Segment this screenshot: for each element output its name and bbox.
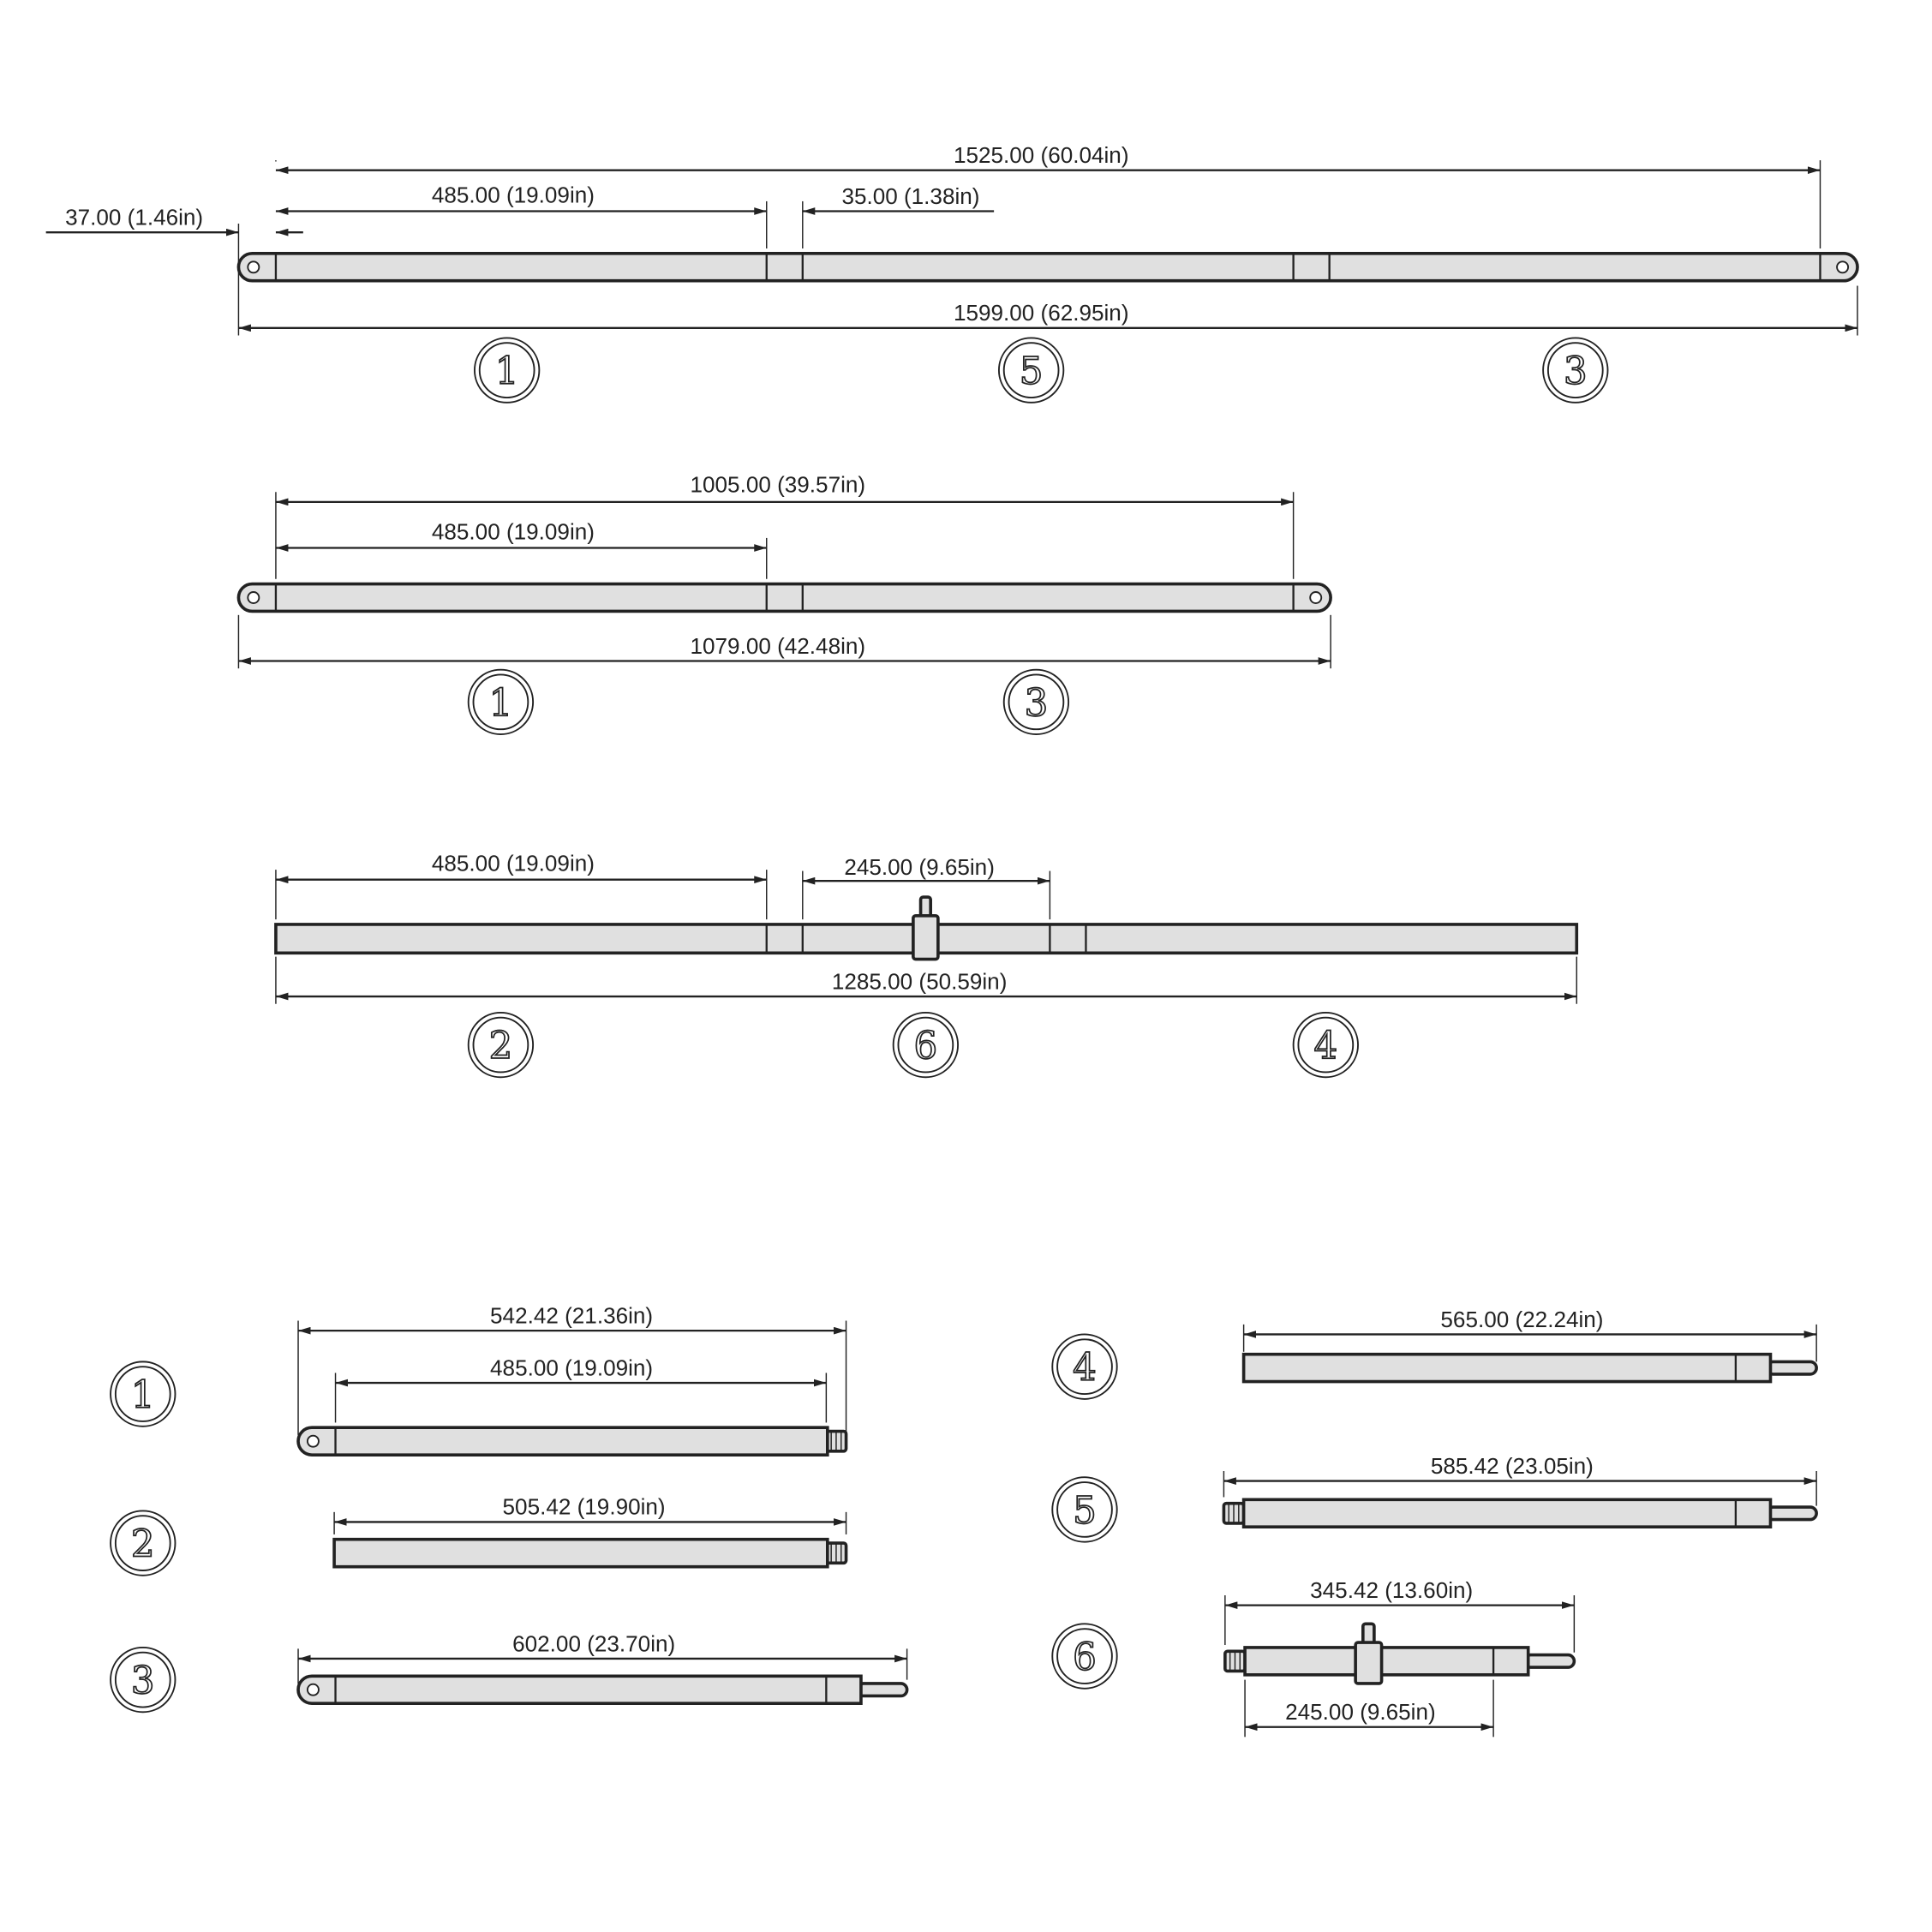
tube [1243, 1646, 1530, 1677]
part-number-inner-circle [114, 1651, 171, 1708]
mounting-hole-icon [1309, 591, 1323, 604]
part-number: 3 [1564, 350, 1588, 393]
part-number: 3 [131, 1660, 155, 1703]
tube [296, 1674, 863, 1705]
part-number: 1 [489, 682, 513, 725]
part-number: 2 [489, 1026, 513, 1068]
dimension-label: 35.00 (1.38in) [841, 183, 979, 209]
assembly-1-3: 1005.00 (39.57in) 485.00 (19.09in) 1079.00… [236, 471, 1332, 735]
mounting-hole-icon [1836, 260, 1850, 274]
part-number-inner-circle [1056, 1338, 1113, 1396]
dimension-label: 485.00 (19.09in) [432, 851, 595, 876]
part-number-inner-circle [897, 1016, 954, 1074]
part-number-inner-circle [472, 673, 529, 731]
dimension-label: 37.00 (1.46in) [65, 204, 203, 230]
part-number-inner-circle [114, 1515, 171, 1571]
part-number-inner-circle [1546, 342, 1604, 398]
mounting-hole-icon [247, 591, 260, 604]
assembly-1-5-3: 1525.00 (60.04in) 485.00 (19.09in) 35.00 (… [45, 142, 1859, 404]
dimension-label: 245.00 (9.65in) [1285, 1699, 1436, 1725]
dimension-label: 585.42 (23.05in) [1431, 1453, 1594, 1479]
dimension-label: 245.00 (9.65in) [844, 854, 995, 880]
knob [1354, 1641, 1384, 1685]
part-number-inner-circle [114, 1366, 171, 1422]
mounting-hole-icon [306, 1683, 320, 1696]
part-number-inner-circle [478, 342, 535, 398]
tube [1241, 1498, 1773, 1529]
dimension-label: 1285.00 (50.59in) [832, 968, 1008, 994]
mounting-hole-icon [247, 260, 260, 274]
part-number: 3 [1025, 682, 1049, 725]
tube [296, 1426, 829, 1456]
part-number-inner-circle [472, 1016, 529, 1074]
part-6: 6 345.42 (13.60in) 245.00 (9.65in) [1051, 1577, 1576, 1738]
knob-stem [918, 895, 932, 919]
part-number: 5 [1073, 1490, 1097, 1533]
dimension-label: 1005.00 (39.57in) [691, 471, 866, 497]
tube [1241, 1352, 1773, 1384]
part-number: 1 [495, 350, 519, 393]
dimension-label: 1525.00 (60.04in) [954, 142, 1129, 168]
part-3: 3 602.00 (23.70in) [110, 1630, 909, 1714]
end-pin [1765, 1360, 1818, 1376]
dimension-label: 345.42 (13.60in) [1310, 1577, 1473, 1603]
part-2: 2 505.42 (19.90in) [110, 1494, 848, 1576]
mounting-hole-icon [306, 1434, 320, 1448]
knob-stem [1361, 1622, 1376, 1646]
part-number: 4 [1073, 1347, 1097, 1390]
part-number-inner-circle [1002, 342, 1060, 398]
dimension-label: 485.00 (19.09in) [490, 1355, 653, 1380]
knob [912, 913, 940, 961]
part-number-inner-circle [1056, 1481, 1113, 1538]
end-pin [1522, 1653, 1576, 1669]
dimension-label: 565.00 (22.24in) [1440, 1307, 1603, 1332]
part-number: 6 [914, 1026, 938, 1068]
dimension-label: 485.00 (19.09in) [432, 182, 595, 207]
dimension-label: 1079.00 (42.48in) [691, 633, 866, 659]
assembly-2-6-4: 485.00 (19.09in) 245.00 (9.65in) 1285.00 (… [274, 851, 1579, 1079]
end-pin [855, 1682, 909, 1698]
tube [332, 1537, 829, 1569]
part-number: 6 [1073, 1636, 1097, 1679]
dimension-label: 1599.00 (62.95in) [954, 300, 1129, 326]
part-number: 2 [131, 1523, 155, 1566]
part-1: 1 542.42 (21.36in) 485.00 (19.09in) [110, 1302, 848, 1456]
dimension-label: 542.42 (21.36in) [490, 1302, 653, 1328]
part-number: 4 [1313, 1026, 1337, 1068]
part-number: 1 [131, 1374, 155, 1417]
part-number-inner-circle [1056, 1628, 1113, 1684]
part-number-inner-circle [1297, 1016, 1355, 1074]
part-4: 4 565.00 (22.24in) [1051, 1307, 1818, 1400]
part-5: 5 585.42 (23.05in) [1051, 1453, 1818, 1543]
tube [236, 582, 1332, 613]
dimension-label: 505.42 (19.90in) [503, 1494, 666, 1520]
tube [236, 252, 1859, 283]
end-pin [1765, 1505, 1818, 1522]
part-number-inner-circle [1008, 673, 1065, 731]
part-number: 5 [1020, 350, 1044, 393]
dimension-label: 602.00 (23.70in) [512, 1630, 675, 1656]
dimension-label: 485.00 (19.09in) [432, 518, 595, 544]
